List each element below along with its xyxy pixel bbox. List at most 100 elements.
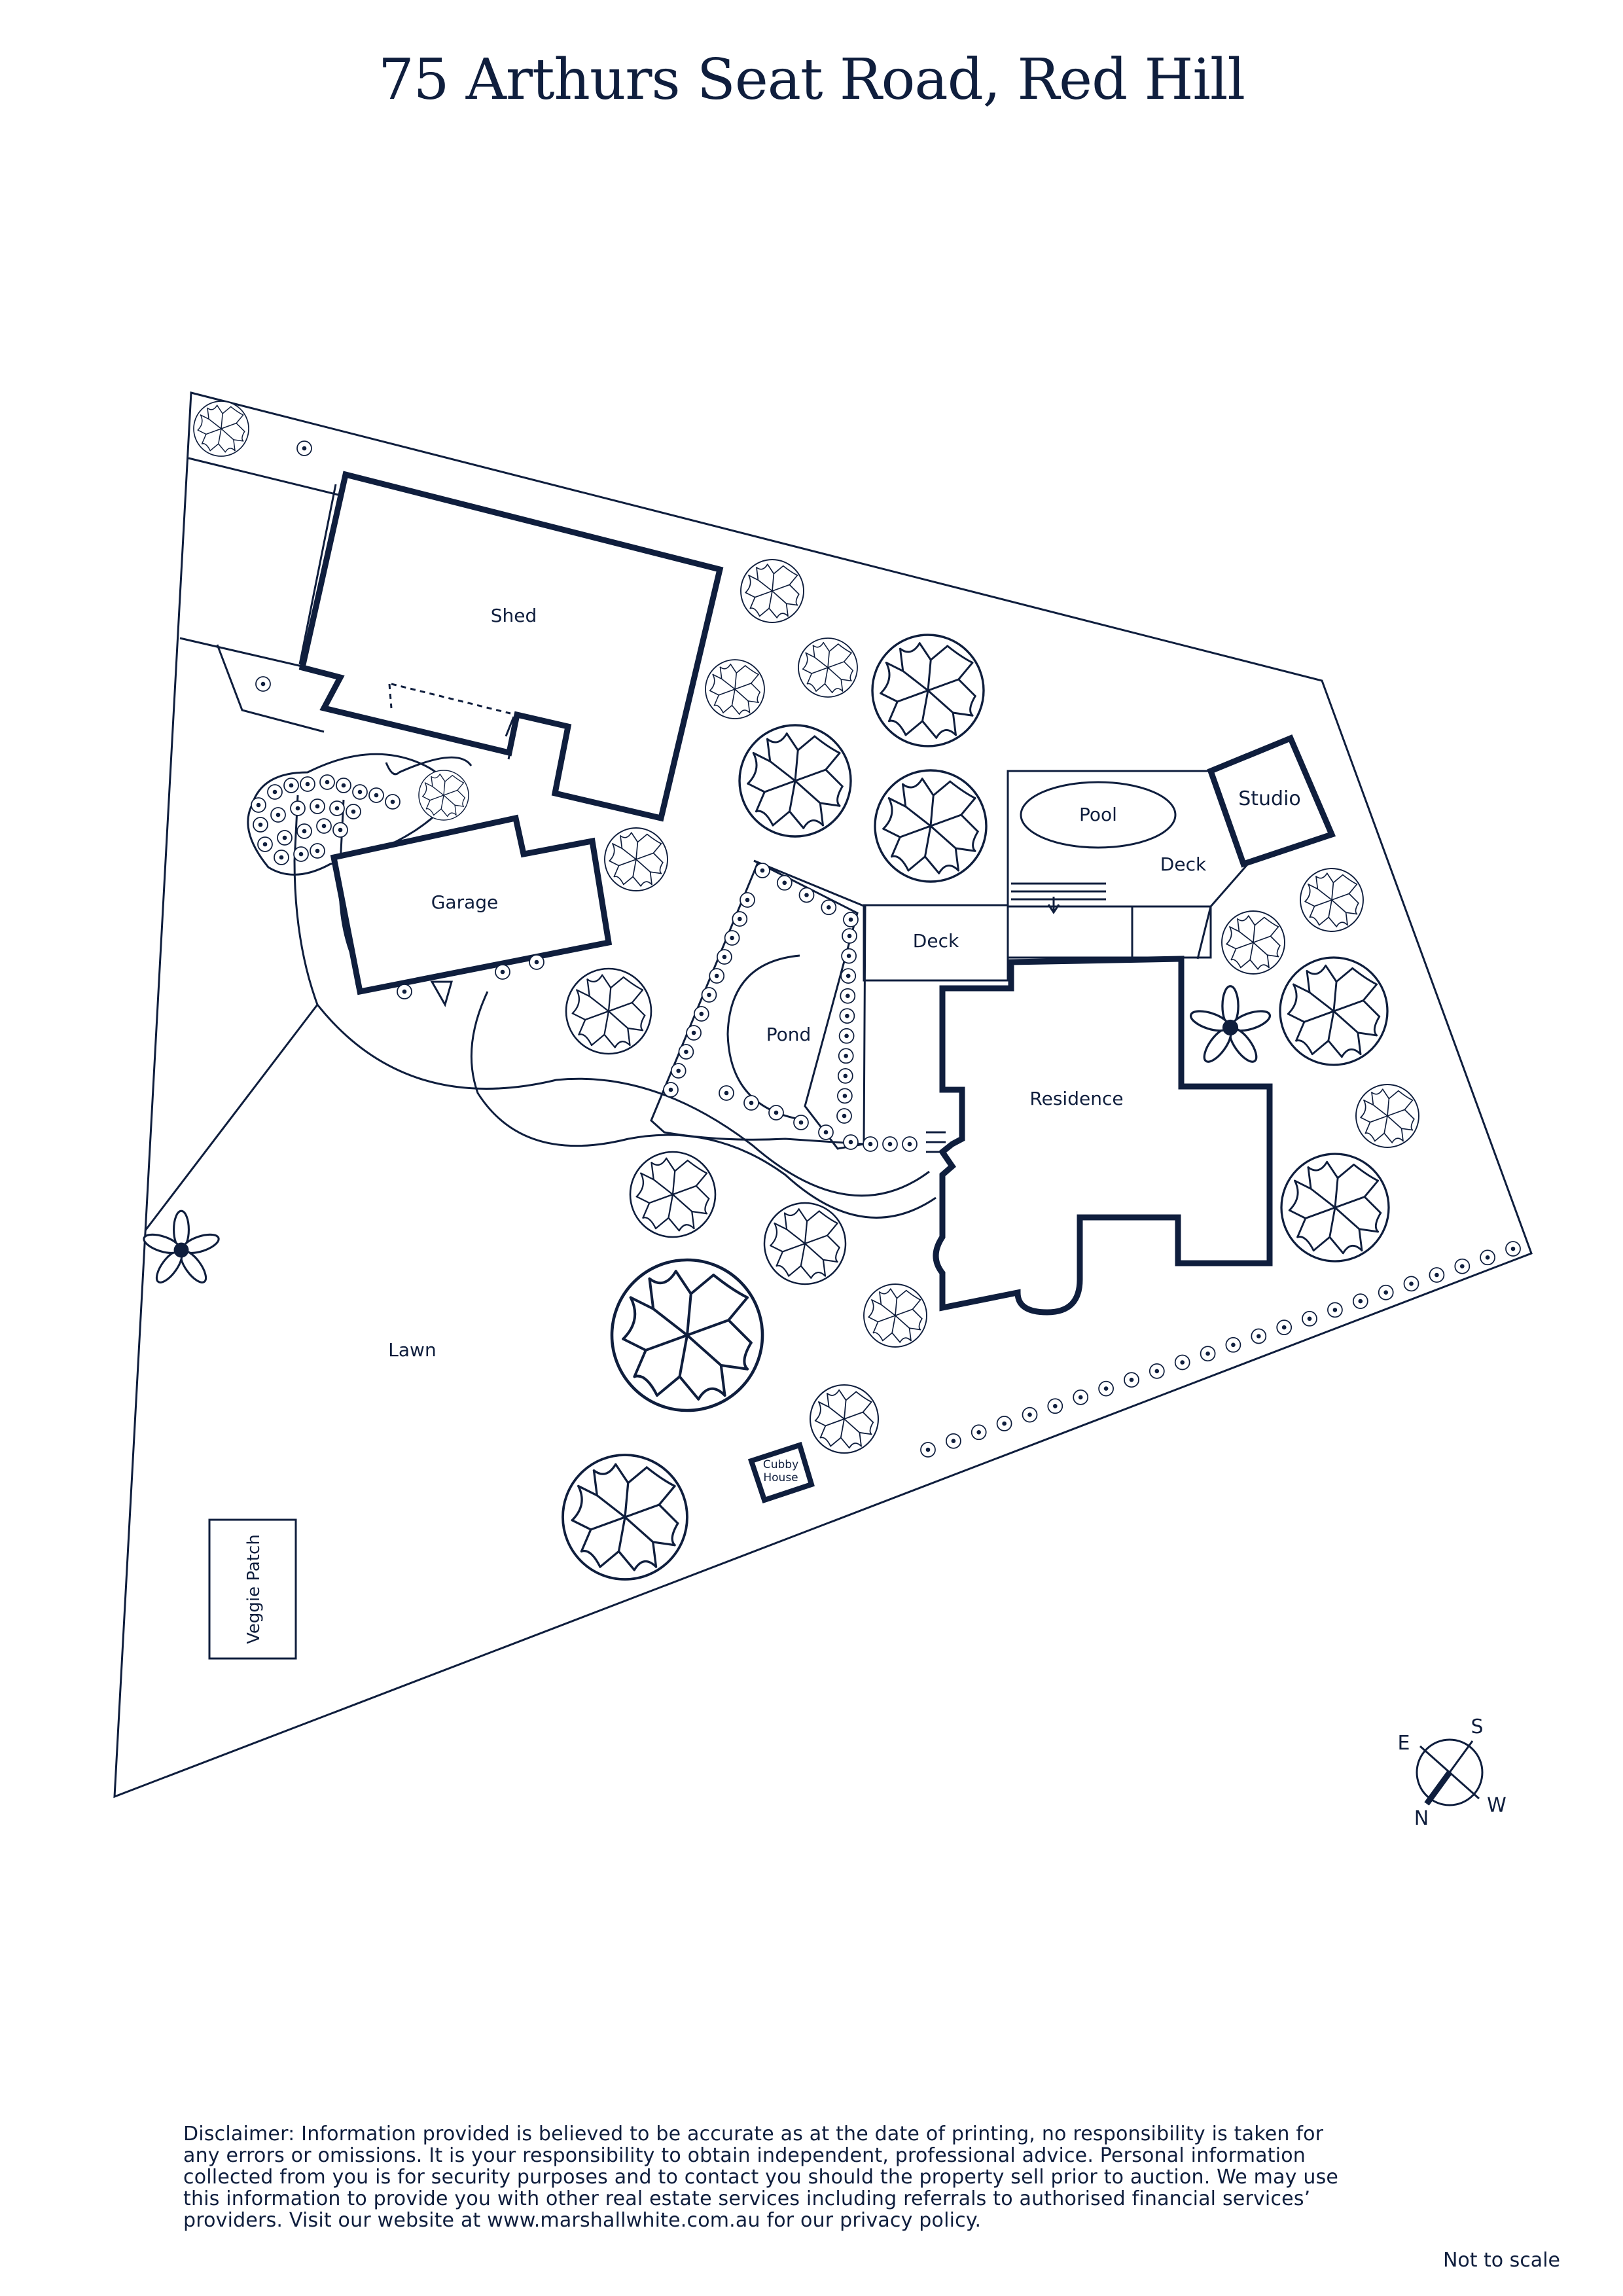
garden-bed xyxy=(247,753,448,876)
shrub-icon xyxy=(840,989,855,1003)
shrub-icon xyxy=(336,778,351,793)
shrub-icon xyxy=(284,778,298,793)
palm-icon xyxy=(1188,986,1272,1066)
tree-icon xyxy=(1355,1084,1419,1148)
shrub-icon xyxy=(821,900,836,914)
shrub-icon xyxy=(732,912,747,926)
garage-label: Garage xyxy=(431,891,499,913)
residence-label: Residence xyxy=(1029,1088,1123,1109)
cubby-label-1: Cubby xyxy=(763,1458,798,1471)
shrub-icon xyxy=(687,1026,701,1040)
shrub-icon xyxy=(1023,1408,1037,1422)
shrub-icon xyxy=(997,1416,1012,1431)
shrub-icon xyxy=(258,837,272,852)
shrub-icon xyxy=(844,912,858,927)
front-deck: Deck xyxy=(650,859,1009,1150)
shrub-icon xyxy=(1328,1302,1342,1317)
shrub-icon xyxy=(253,817,268,832)
shrub-icon xyxy=(717,950,732,964)
tree-icon xyxy=(740,559,804,623)
shrub-icon xyxy=(744,1096,758,1110)
pool-label: Pool xyxy=(1079,804,1117,825)
shrub-icon xyxy=(1480,1250,1495,1265)
shrub-icon xyxy=(842,949,856,963)
shrub-icon xyxy=(330,801,344,816)
shrub-icon xyxy=(921,1443,935,1457)
cubby-label-2: House xyxy=(763,1471,798,1484)
shrub-icon xyxy=(1302,1312,1317,1326)
shrub-icon xyxy=(268,785,282,799)
shrub-icon xyxy=(837,1109,851,1123)
site-boundary xyxy=(113,391,1533,1799)
shrub-icon xyxy=(1353,1294,1368,1308)
shrub-icon xyxy=(740,893,755,907)
garage: Garage xyxy=(330,814,613,996)
shrub-icon xyxy=(353,785,367,799)
shrub-icon xyxy=(333,823,348,837)
page-title: 75 Arthurs Seat Road, Red Hill xyxy=(378,47,1245,113)
shrub-icon xyxy=(1048,1399,1062,1413)
tree-icon xyxy=(738,724,852,838)
scale-note: Not to scale xyxy=(1442,2249,1560,2272)
shrub-icon xyxy=(1175,1355,1190,1370)
shrub-icon xyxy=(1429,1268,1444,1282)
lawn-label: Lawn xyxy=(388,1339,436,1361)
shrub-icon xyxy=(297,441,312,456)
shrub-icon xyxy=(369,788,383,802)
shrub-icon xyxy=(841,969,855,983)
driveway xyxy=(144,457,936,1231)
shrub-icon xyxy=(1506,1242,1520,1256)
tree-icon xyxy=(705,659,765,719)
deck-front-label: Deck xyxy=(913,930,959,952)
shrub-icon xyxy=(664,1083,678,1097)
tree-icon xyxy=(193,401,249,457)
shrub-icon xyxy=(902,1137,917,1151)
shrub-icon xyxy=(1251,1329,1266,1344)
shrub-icon xyxy=(300,777,315,791)
shed: Shed xyxy=(298,471,724,822)
shrub-icon xyxy=(1150,1364,1164,1378)
disclaimer: Disclaimer: Information provided is beli… xyxy=(183,2123,1339,2232)
shrub-icon xyxy=(1404,1276,1419,1291)
shrub-icon xyxy=(840,1029,854,1043)
studio-label: Studio xyxy=(1238,787,1301,810)
shrub-icon xyxy=(838,1069,853,1083)
shrub-icon xyxy=(725,931,740,945)
tree-icon xyxy=(1279,956,1389,1066)
palm-icon xyxy=(142,1211,221,1286)
tree-icon xyxy=(1221,910,1285,975)
veggie-patch-label: Veggie Patch xyxy=(244,1534,264,1644)
shrub-icon xyxy=(769,1105,783,1120)
cubby-house: Cubby House xyxy=(747,1441,815,1504)
shrub-icon xyxy=(1099,1382,1113,1396)
tree-icon xyxy=(562,1454,688,1581)
tree-icon xyxy=(1300,868,1364,932)
tree-icon xyxy=(874,769,988,883)
tree-icon xyxy=(1280,1153,1390,1263)
shrub-icon xyxy=(1226,1338,1240,1352)
studio: Studio xyxy=(1207,734,1336,868)
shrub-icon xyxy=(277,831,292,845)
tree-icon xyxy=(871,634,985,747)
shrub-icon xyxy=(397,984,412,999)
shrub-icon xyxy=(839,1049,853,1063)
shrub-icon xyxy=(1455,1259,1469,1274)
shrub-icon xyxy=(794,1115,808,1130)
shrub-icon xyxy=(1379,1285,1393,1300)
shrub-icon xyxy=(256,677,270,691)
shrub-icon xyxy=(529,955,544,969)
pool-deck: Deck xyxy=(1007,770,1258,960)
shrub-icon xyxy=(719,1086,734,1100)
shrub-icon xyxy=(819,1125,833,1139)
shrub-icon xyxy=(317,819,331,833)
shrub-icon xyxy=(271,808,285,822)
shrub-icon xyxy=(310,844,325,858)
shrub-icon xyxy=(883,1137,897,1151)
shrub-icon xyxy=(346,804,361,819)
shrub-icon xyxy=(1073,1390,1088,1405)
tree-icon xyxy=(565,967,652,1055)
compass-north: N xyxy=(1414,1807,1429,1830)
tree-icon xyxy=(798,637,858,698)
tree-icon xyxy=(809,1384,880,1454)
